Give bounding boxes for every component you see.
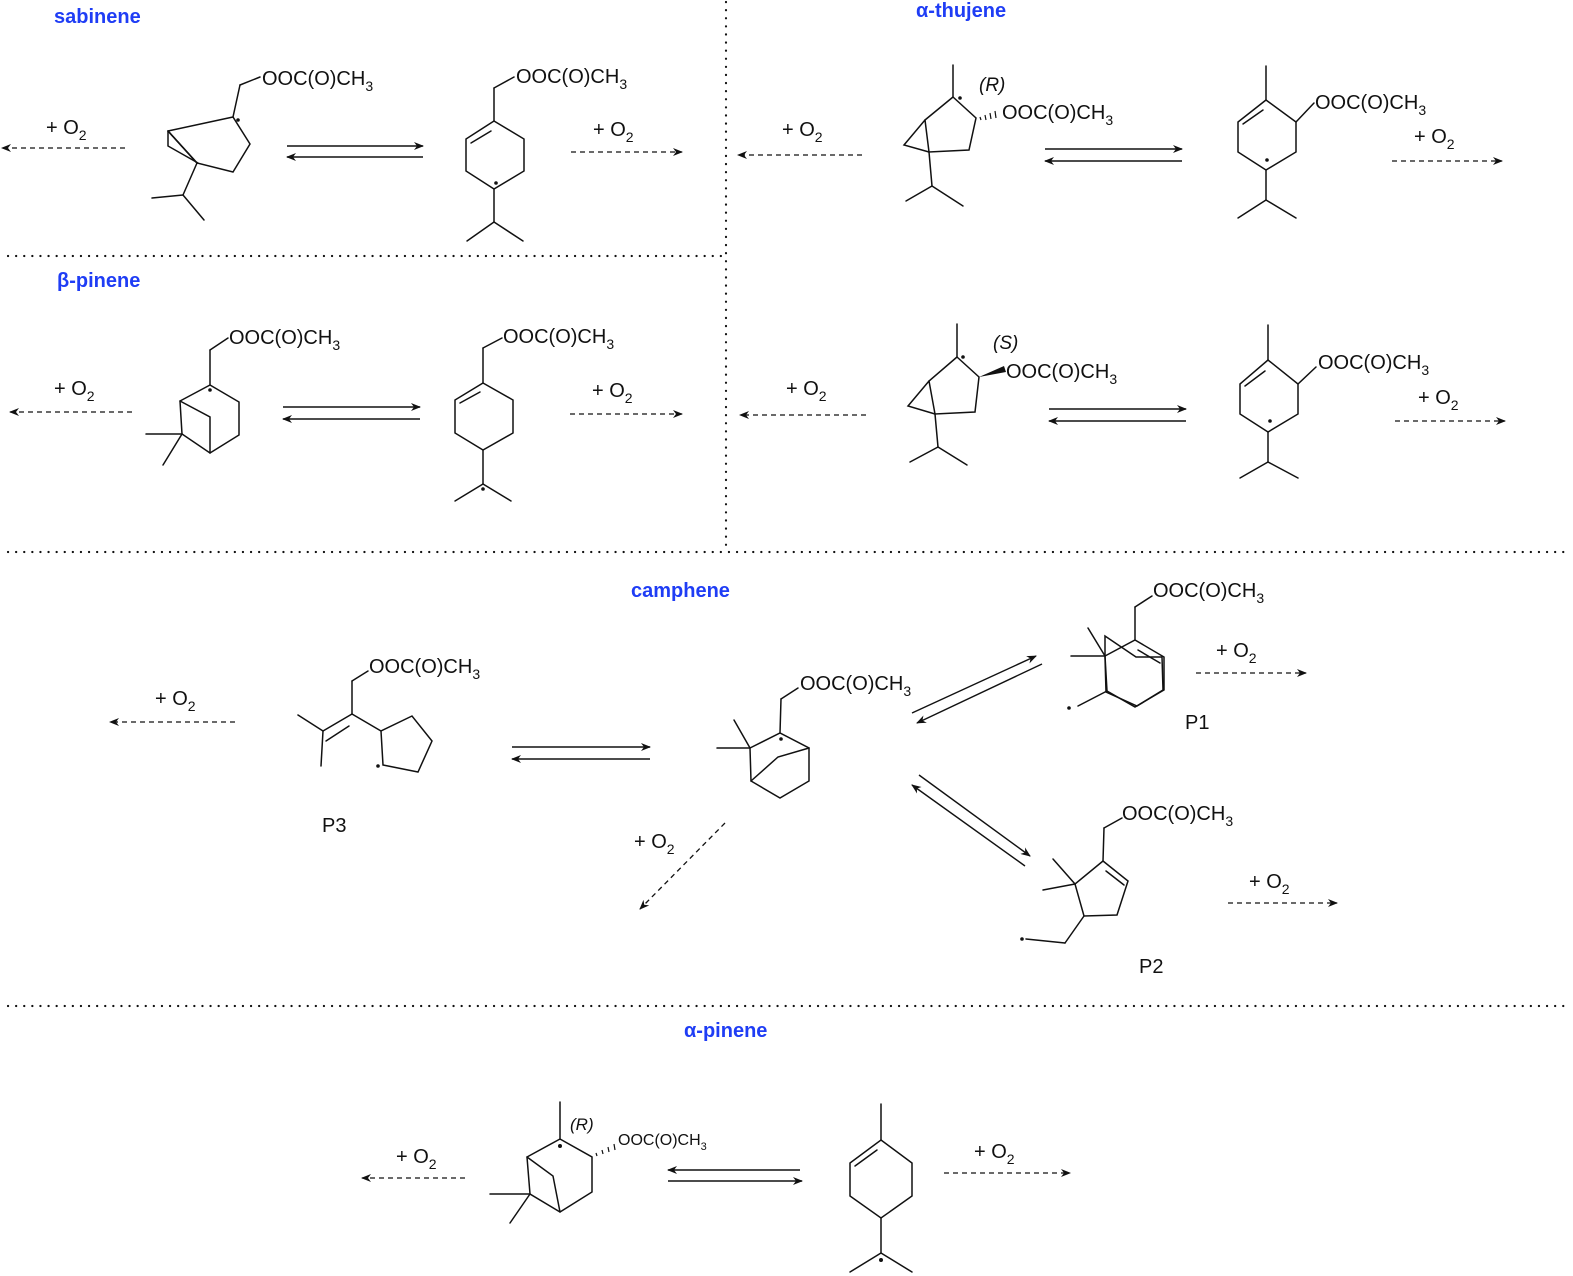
substituent-label: OOC(O)CH3	[1006, 361, 1117, 387]
molecule-alpha-pinene-ring-opened	[849, 1103, 913, 1273]
reagent-o2-label: + O2	[786, 378, 827, 404]
substituent-label: OOC(O)CH3	[1002, 102, 1113, 128]
reagent-o2-label: + O2	[974, 1141, 1015, 1167]
molecule-alpha-pinene-radical: (R) OOC(O)CH3	[489, 1101, 707, 1224]
molecule-sabinene-radical: OOC(O)CH3	[151, 68, 373, 221]
substituent-label: OOC(O)CH3	[618, 1132, 707, 1153]
molecule-thujene-S-radical: (S) OOC(O)CH3	[906, 323, 1117, 466]
reagent-o2-label: + O2	[54, 378, 95, 404]
molecule-thujene-R-ring-opened: OOC(O)CH3	[1237, 65, 1426, 219]
reagent-o2-label: + O2	[396, 1146, 437, 1172]
substituent-label: OOC(O)CH3	[1318, 352, 1429, 378]
equilibrium-arrows-P2	[911, 774, 1031, 867]
section-alpha-pinene: α-pinene + O2 (R) OOC(O)CH3	[361, 1020, 1071, 1273]
stereo-descriptor: (S)	[993, 333, 1018, 354]
molecule-P1: OOC(O)CH3 P1	[1067, 580, 1264, 734]
molecule-beta-pinene-radical: OOC(O)CH3	[145, 327, 340, 466]
stereo-descriptor: (R)	[570, 1115, 594, 1134]
reagent-o2-label: + O2	[1249, 871, 1290, 897]
substituent-label: OOC(O)CH3	[800, 673, 911, 699]
substituent-label: OOC(O)CH3	[229, 327, 340, 353]
section-title-alpha-pinene: α-pinene	[684, 1020, 767, 1042]
molecule-camphene-radical: OOC(O)CH3	[716, 673, 911, 799]
molecule-sabinene-ring-opened: OOC(O)CH3	[465, 66, 627, 242]
equilibrium-arrows	[1044, 145, 1183, 165]
substituent-label: OOC(O)CH3	[262, 68, 373, 94]
section-alpha-thujene: α-thujene + O2 (R) OOC(O)CH3	[737, 0, 1506, 479]
svg-text:+ O2: + O2	[46, 117, 87, 143]
equilibrium-arrows-P1	[911, 655, 1043, 724]
molecule-thujene-R-radical: (R) OOC(O)CH3	[902, 64, 1113, 207]
molecule-P2: OOC(O)CH3 P2	[1020, 803, 1233, 978]
reagent-o2-label: + O2	[592, 380, 633, 406]
section-title-camphene: camphene	[631, 580, 730, 602]
stereo-descriptor: (R)	[979, 75, 1005, 96]
equilibrium-arrows	[286, 142, 424, 161]
section-title-sabinene: sabinene	[54, 6, 141, 28]
molecule-P3: OOC(O)CH3 P3	[297, 656, 480, 837]
reagent-o2-label: + O2	[1418, 387, 1459, 413]
substituent-label: OOC(O)CH3	[516, 66, 627, 92]
substituent-label: OOC(O)CH3	[1122, 803, 1233, 829]
section-title-beta-pinene: β-pinene	[57, 270, 140, 292]
section-sabinene: sabinene + O2 OOC(O)CH3	[1, 6, 683, 242]
product-label-P3: P3	[322, 815, 346, 837]
section-title-alpha-thujene: α-thujene	[916, 0, 1006, 22]
reagent-o2-label: + O2	[1414, 126, 1455, 152]
section-camphene: camphene + O2 OOC(O)CH3 P3	[109, 580, 1338, 978]
molecule-beta-pinene-ring-opened: OOC(O)CH3	[454, 326, 614, 502]
equilibrium-arrows	[282, 403, 421, 423]
equilibrium-arrows	[1048, 405, 1187, 425]
section-dividers	[6, 0, 1570, 1008]
reagent-o2-label: + O2	[634, 831, 675, 857]
product-label-P1: P1	[1185, 712, 1209, 734]
reagent-o2-label: + O2	[1216, 640, 1257, 666]
substituent-label: OOC(O)CH3	[503, 326, 614, 352]
equilibrium-arrows	[511, 743, 651, 763]
product-label-P2: P2	[1139, 956, 1163, 978]
molecule-thujene-S-ring-opened: OOC(O)CH3	[1239, 324, 1429, 479]
reagent-o2-label: + O2	[593, 119, 634, 145]
dashed-arrow-down-left	[639, 822, 726, 910]
equilibrium-arrows	[667, 1166, 803, 1185]
substituent-label: OOC(O)CH3	[1315, 92, 1426, 118]
substituent-label: OOC(O)CH3	[369, 656, 480, 682]
reagent-o2-label: + O2	[155, 688, 196, 714]
reagent-o2-label: + O2	[46, 117, 87, 143]
section-beta-pinene: β-pinene + O2 OOC(O)CH3 OOC(O)C	[9, 270, 683, 502]
substituent-label: OOC(O)CH3	[1153, 580, 1264, 606]
reagent-o2-label: + O2	[782, 119, 823, 145]
